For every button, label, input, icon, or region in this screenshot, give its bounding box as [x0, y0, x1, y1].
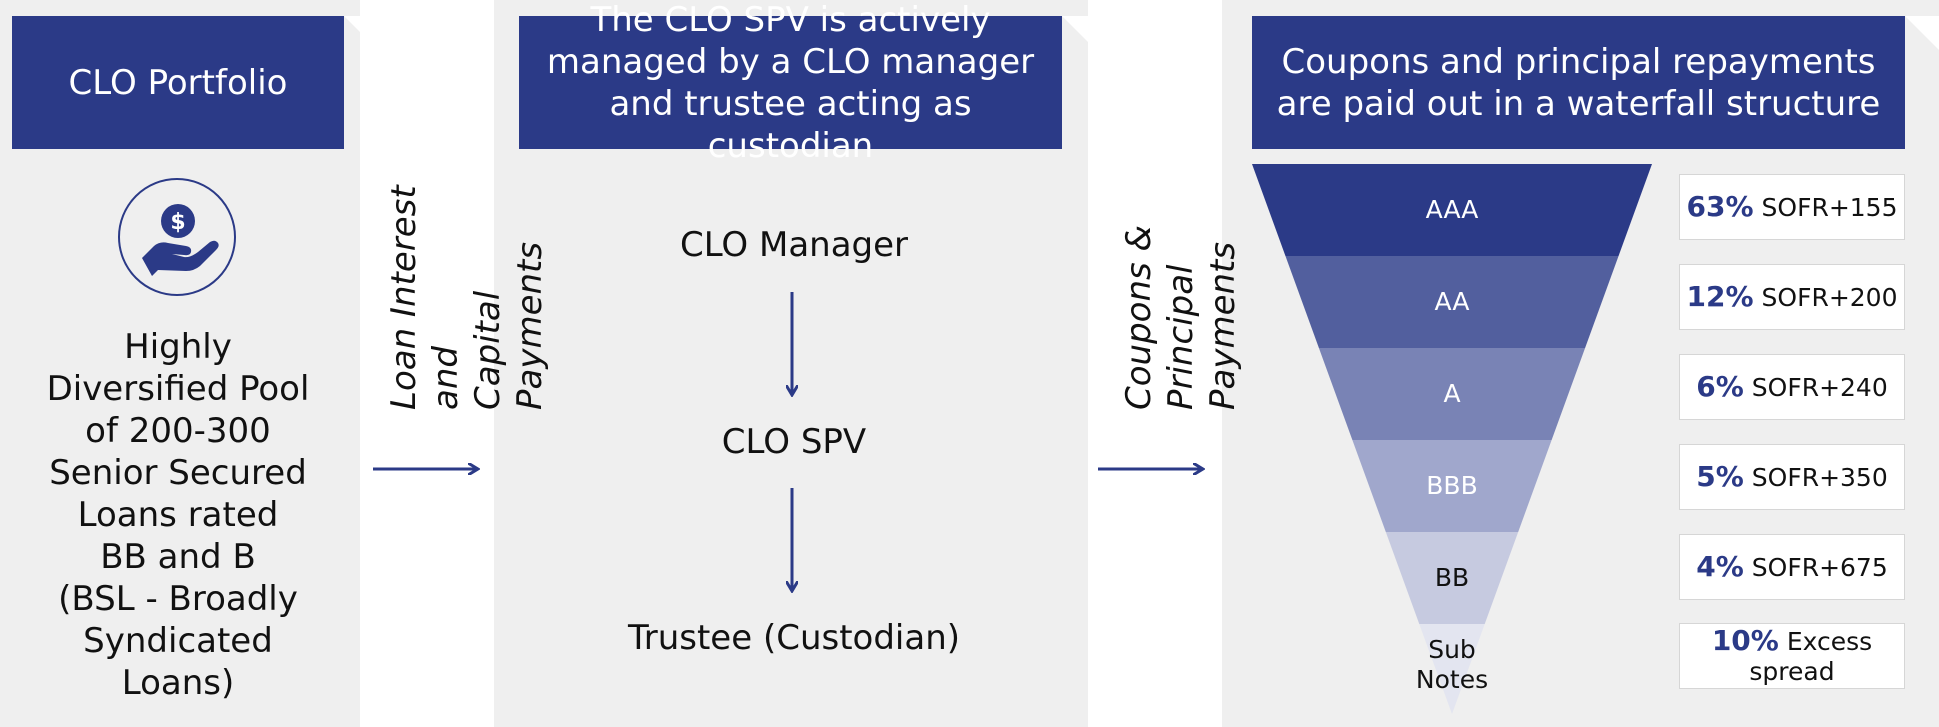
tranche-name: A: [1443, 379, 1461, 408]
tranche-spread: SOFR+350: [1751, 462, 1888, 492]
portfolio-panel-corner: [344, 16, 360, 32]
spv-header: The CLO SPV is actively managed by a CLO…: [519, 0, 1062, 166]
node-clo-manager: CLO Manager: [679, 225, 909, 265]
tranche-spread: SOFR+240: [1751, 372, 1888, 402]
tranche-band-4: [1385, 532, 1519, 624]
tranche-percent: 6%: [1696, 369, 1744, 403]
tranche-band-5: [1419, 624, 1485, 714]
portfolio-header: CLO Portfolio: [12, 16, 344, 149]
waterfall-panel-corner: [1905, 16, 1939, 50]
portfolio-description-text: Highly Diversified Pool of 200-300 Senio…: [46, 327, 310, 703]
portfolio-description: Highly Diversified Pool of 200-300 Senio…: [12, 326, 344, 704]
waterfall-header-text: Coupons and principal repayments are pai…: [1276, 41, 1881, 124]
tranche-name: BBB: [1426, 471, 1478, 500]
tranche-share-box: 12%SOFR+200: [1679, 264, 1905, 330]
tranche-percent: 63%: [1686, 189, 1754, 223]
tranche-spread: SOFR+155: [1761, 192, 1898, 222]
hand-holding-dollar-glyph: $: [142, 204, 219, 276]
node-clo-spv: CLO SPV: [721, 422, 867, 462]
tranche-spread: Excess spread: [1749, 626, 1873, 686]
spv-header-text: The CLO SPV is actively managed by a CLO…: [546, 0, 1035, 166]
tranche-name: AAA: [1425, 195, 1479, 224]
tranche-band-1: [1285, 256, 1619, 348]
hand-holding-dollar-icon: $: [118, 178, 236, 296]
tranche-share-box: 10%Excess spread: [1679, 623, 1905, 689]
node-trustee: Trustee (Custodian): [627, 618, 961, 658]
svg-text:$: $: [170, 210, 185, 235]
tranche-spread: SOFR+200: [1761, 282, 1898, 312]
tranche-share-box: 5%SOFR+350: [1679, 444, 1905, 510]
waterfall-funnel: [1252, 164, 1652, 714]
tranche-name: Sub Notes: [1415, 635, 1489, 694]
tranche-share-box: 4%SOFR+675: [1679, 534, 1905, 600]
tranche-percent: 12%: [1686, 279, 1754, 313]
tranche-share-box: 6%SOFR+240: [1679, 354, 1905, 420]
portfolio-header-text: CLO Portfolio: [68, 62, 288, 103]
tranche-band-3: [1352, 440, 1552, 532]
tranche-band-2: [1318, 348, 1586, 440]
tranche-spread: SOFR+675: [1751, 552, 1888, 582]
tranche-name: AA: [1434, 287, 1470, 316]
tranche-name: BB: [1434, 563, 1470, 592]
spv-panel-corner: [1062, 16, 1088, 42]
tranche-band-0: [1252, 164, 1652, 256]
tranche-percent: 4%: [1696, 549, 1744, 583]
tranche-percent: 5%: [1696, 459, 1744, 493]
tranche-share-box: 63%SOFR+155: [1679, 174, 1905, 240]
waterfall-header: Coupons and principal repayments are pai…: [1252, 16, 1905, 149]
tranche-percent: 10%: [1711, 623, 1779, 657]
